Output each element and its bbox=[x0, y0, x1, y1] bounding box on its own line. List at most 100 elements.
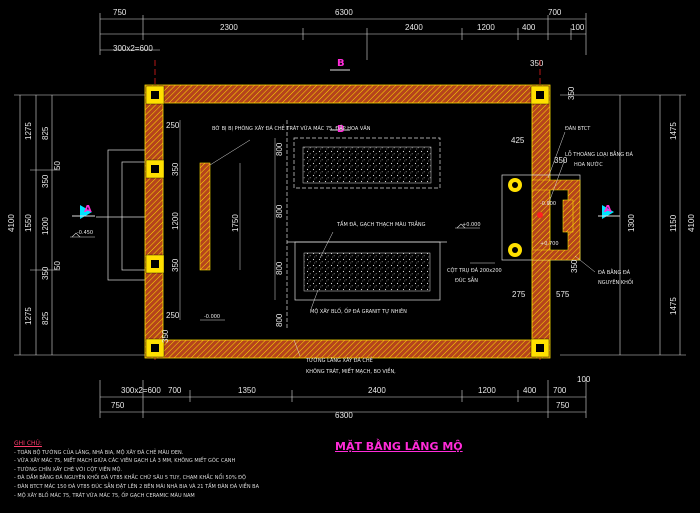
top-dim-350: 350 bbox=[530, 59, 544, 68]
annot-wall-bottom-2: KHÔNG TRÁT, MIẾT MẠCH, BO VIỀN, bbox=[306, 367, 396, 375]
int-275: 275 bbox=[512, 290, 526, 299]
int-350-c: 350 bbox=[161, 329, 170, 343]
right-dim-350-top: 350 bbox=[567, 86, 576, 100]
int-1750: 1750 bbox=[231, 214, 240, 232]
int-800-b: 800 bbox=[275, 204, 284, 218]
section-mark-a-right: A bbox=[604, 204, 612, 215]
top-dim-2300: 2300 bbox=[220, 23, 238, 32]
int-250-bottom: 250 bbox=[166, 311, 180, 320]
interior-dim-lines bbox=[179, 120, 276, 320]
left-dim-1200: 1200 bbox=[41, 217, 50, 235]
notes-heading: GHI CHÚ: bbox=[14, 440, 42, 447]
drawing-title: MẶT BẰNG LĂNG MỘ bbox=[335, 440, 463, 453]
grave-lower bbox=[303, 252, 431, 292]
top-dim-400: 400 bbox=[522, 23, 536, 32]
note-line: - ĐÀN BTCT MÁC 150 ĐÁ VT85 ĐÚC SẴN ĐẶT L… bbox=[14, 483, 260, 490]
elevation-markers bbox=[70, 223, 495, 321]
annot-right-top: ĐÀN BTCT bbox=[565, 125, 591, 132]
top-dim-100: 100 bbox=[571, 23, 585, 32]
int-800-d: 800 bbox=[275, 313, 284, 327]
int-575: 575 bbox=[556, 290, 570, 299]
entrance-steps bbox=[96, 149, 149, 281]
int-800-a: 800 bbox=[275, 142, 284, 156]
right-overall-dim: 4100 bbox=[687, 214, 696, 232]
right-dim-1475-top: 1475 bbox=[669, 122, 678, 140]
section-mark-a-left: A bbox=[84, 204, 92, 215]
annot-slab: TẤM ĐÁ, GẠCH THẠCH MÀU TRẮNG bbox=[336, 220, 426, 228]
elev-right-2: +0.700 bbox=[540, 241, 559, 247]
interior-outlines bbox=[286, 120, 447, 330]
left-dimensions bbox=[14, 94, 150, 356]
notes-block: GHI CHÚ: - TOÀN BỘ TƯỜNG CỦA LĂNG, NHÀ B… bbox=[14, 440, 434, 500]
bottom-dim-750: 750 bbox=[111, 401, 125, 410]
bottom-overall-dim: 6300 bbox=[335, 411, 353, 420]
left-dim-825-top: 825 bbox=[41, 126, 50, 140]
slab-upper bbox=[302, 146, 432, 184]
left-dim-350-a: 350 bbox=[41, 174, 50, 188]
left-dim-350-b: 350 bbox=[41, 266, 50, 280]
right-dimensions bbox=[560, 94, 686, 356]
left-overall-dim: 4100 bbox=[7, 214, 16, 232]
bottom-dimensions bbox=[99, 380, 587, 418]
int-350-b: 350 bbox=[171, 258, 180, 272]
bottom-dim-2400: 2400 bbox=[368, 386, 386, 395]
section-marks bbox=[72, 69, 620, 219]
annot-right-mid1: LỖ THOÁNG LOẠI BẰNG ĐÁ bbox=[565, 150, 633, 158]
elev-right-1: -0.000 bbox=[540, 201, 556, 207]
note-line: - TƯỜNG CHÍN XÂY CHÈ VỚI CỘT VIÊN MỘ. bbox=[14, 466, 123, 473]
leader-lines bbox=[209, 131, 596, 357]
right-dim-1475-bottom: 1475 bbox=[669, 297, 678, 315]
bottom-dim-100: 100 bbox=[577, 375, 591, 384]
left-dim-1275-bottom: 1275 bbox=[24, 307, 33, 325]
int-250-top: 250 bbox=[166, 121, 180, 130]
top-dimensions bbox=[99, 13, 587, 60]
annot-pillar-2: ĐÚC SẴN bbox=[455, 276, 478, 284]
top-dim-1200: 1200 bbox=[477, 23, 495, 32]
elev-left: -0.450 bbox=[77, 230, 93, 236]
annot-pillar: CỘT TRỤ ĐÁ 200x200 bbox=[447, 267, 502, 274]
elev-center: +0.000 bbox=[462, 222, 481, 228]
annot-right-low1: ĐÀ BẰNG ĐÁ bbox=[598, 268, 631, 276]
top-dim-700: 700 bbox=[548, 8, 562, 17]
left-dim-50-a: 50 bbox=[53, 161, 62, 170]
right-chamber bbox=[501, 174, 581, 261]
top-dim-750: 750 bbox=[113, 8, 127, 17]
elev-bottom: -0.000 bbox=[204, 314, 220, 320]
top-overall-dim: 6300 bbox=[335, 8, 353, 17]
annot-right-mid2: HOA NƯỚC bbox=[574, 161, 603, 168]
annot-wall-bottom-1: TƯỜNG LĂNG XÂY ĐÁ CHẺ bbox=[305, 356, 373, 364]
left-dim-825-bottom: 825 bbox=[41, 311, 50, 325]
right-dim-1300: 1300 bbox=[627, 214, 636, 232]
annot-wall-left: BỜ BỊ BỊ PHÒNG XÂY ĐÁ CHẺ TRÁT VỮA MÁC 7… bbox=[212, 124, 371, 132]
bottom-dim-700: 700 bbox=[168, 386, 182, 395]
annot-right-low2: NGUYÊN KHỐI bbox=[598, 278, 633, 286]
note-line: - ĐÀ DẦM BẰNG ĐÁ NGUYÊN KHỐI ĐÃ VT85 KHẮ… bbox=[14, 475, 246, 482]
int-350-r2: 350 bbox=[570, 259, 579, 273]
int-1200: 1200 bbox=[171, 212, 180, 230]
left-dim-50-b: 50 bbox=[53, 261, 62, 270]
right-dim-1150: 1150 bbox=[669, 214, 678, 232]
int-350-r: 350 bbox=[554, 156, 568, 165]
bottom-dim-1200: 1200 bbox=[478, 386, 496, 395]
inner-bar bbox=[199, 162, 211, 271]
top-note-600: 300x2=600 bbox=[113, 44, 153, 53]
left-dim-1550: 1550 bbox=[24, 214, 33, 232]
note-line: - MỘ XÂY BLỐ MÁC 75, TRÁT VỮA MÁC 75, ỐP… bbox=[14, 492, 195, 499]
bottom-dim-400: 400 bbox=[523, 386, 537, 395]
note-line: - TOÀN BỘ TƯỜNG CỦA LĂNG, NHÀ BIA, MỘ XÂ… bbox=[14, 449, 184, 456]
int-800-c: 800 bbox=[275, 261, 284, 275]
int-350-a: 350 bbox=[171, 162, 180, 176]
bottom-note-600: 300x2=600 bbox=[121, 386, 161, 395]
annot-grave: MỘ XÂY BLỐ, ỐP ĐÁ GRANIT TỰ NHIÊN bbox=[310, 307, 407, 315]
int-425: 425 bbox=[511, 136, 525, 145]
section-mark-b-top: B bbox=[337, 58, 345, 69]
bottom-dim-750-r: 750 bbox=[556, 401, 570, 410]
bottom-dim-1350: 1350 bbox=[238, 386, 256, 395]
top-dim-2400: 2400 bbox=[405, 23, 423, 32]
left-dim-1275-top: 1275 bbox=[24, 122, 33, 140]
bottom-dim-700-r: 700 bbox=[553, 386, 567, 395]
note-line: - VỮA XÂY MÁC 75, MIẾT MẠCH GIỮA CÁC VIÊ… bbox=[14, 458, 236, 465]
section-mark-b-mid: B bbox=[337, 124, 345, 135]
